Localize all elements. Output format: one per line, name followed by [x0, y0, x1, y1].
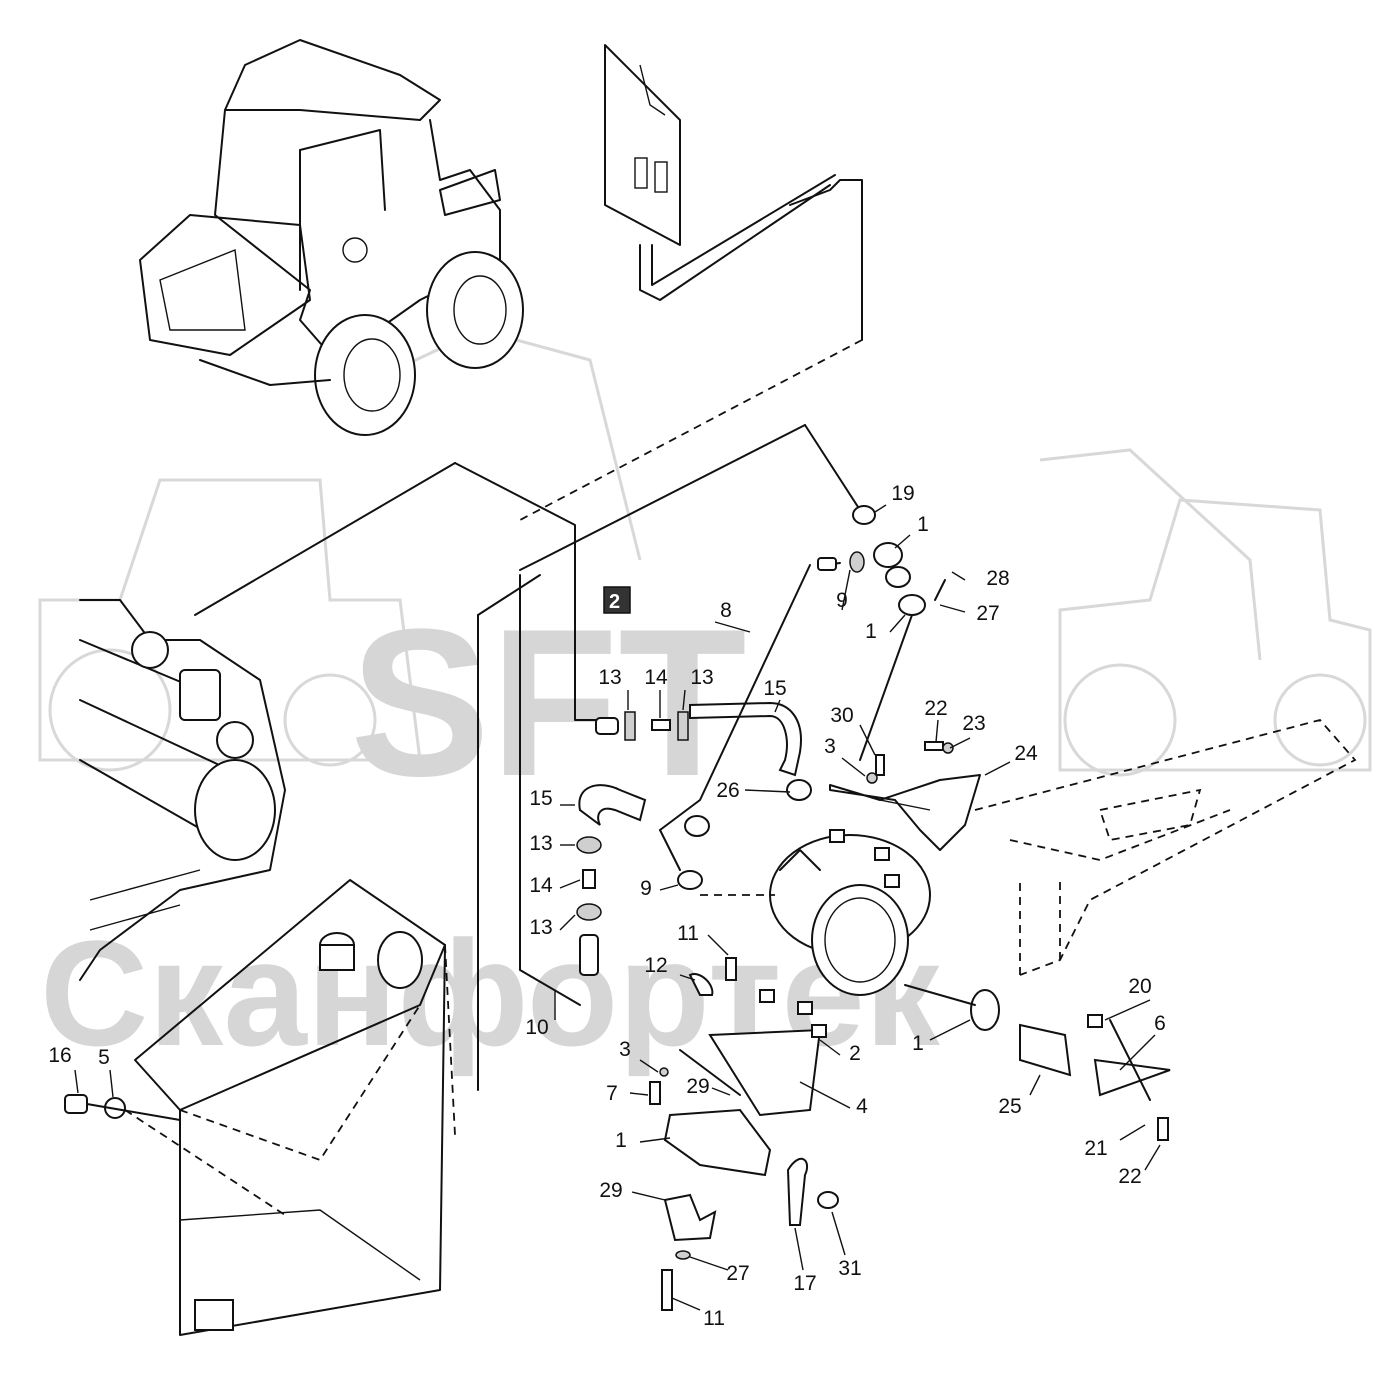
callout-30: 30 — [830, 704, 853, 727]
callout-4: 4 — [856, 1095, 868, 1118]
callout-6: 6 — [1154, 1012, 1166, 1035]
fuel-pickup — [64, 1094, 286, 1216]
callout-1: 1 — [615, 1129, 627, 1152]
fuel-tank — [134, 879, 456, 1336]
exhaust-pipe — [904, 984, 1171, 1141]
callout-28: 28 — [986, 567, 1009, 590]
vehicle-frame — [974, 718, 1357, 976]
callout-2: 2 — [849, 1042, 861, 1065]
callout-27: 27 — [726, 1262, 749, 1285]
callout-11: 11 — [703, 1307, 725, 1330]
clamp-26b — [684, 815, 710, 837]
callout-10: 10 — [525, 1016, 548, 1039]
callout-1: 1 — [917, 513, 929, 536]
tractor-overview — [139, 39, 524, 436]
watermark-tractor-left — [38, 478, 422, 772]
callout-17: 17 — [793, 1272, 816, 1295]
callout-1: 1 — [912, 1032, 924, 1055]
callout-1: 1 — [865, 620, 877, 643]
badge-2-box — [603, 586, 631, 614]
clamp-12 — [688, 957, 737, 996]
callout-13: 13 — [598, 666, 621, 689]
callout-16: 16 — [48, 1044, 71, 1067]
callout-25: 25 — [998, 1095, 1021, 1118]
callout-13: 13 — [529, 916, 552, 939]
fuel-line-joint — [477, 574, 541, 616]
callout-19: 19 — [891, 482, 914, 505]
watermark-tractor-right — [1058, 498, 1372, 777]
leader-lines — [74, 504, 1161, 1311]
callout-3: 3 — [619, 1038, 631, 1061]
callout-20: 20 — [1128, 975, 1151, 998]
callout-14: 14 — [644, 666, 668, 689]
mounting-plate — [649, 989, 827, 1117]
callout-14: 14 — [529, 874, 553, 897]
callout-13: 13 — [690, 666, 713, 689]
fuel-fitting-upper — [595, 701, 802, 777]
callout-12: 12 — [644, 954, 667, 977]
cab-panel — [519, 44, 863, 521]
callout-9: 9 — [640, 877, 652, 900]
engine-block — [79, 599, 286, 981]
callout-27: 27 — [976, 602, 999, 625]
clamp-9 — [677, 870, 703, 890]
heater-unit — [700, 829, 931, 996]
watermark-logo: SFT — [350, 585, 747, 820]
duct-line-19 — [804, 424, 861, 511]
callout-15: 15 — [763, 677, 786, 700]
bracket-24 — [829, 741, 981, 851]
callout-7: 7 — [606, 1082, 618, 1105]
bottom-cover — [661, 1108, 772, 1311]
callout-8: 8 — [720, 599, 732, 622]
hose-8-end — [659, 829, 681, 871]
clamp-9-top — [849, 551, 865, 573]
callout-22: 22 — [924, 697, 947, 720]
callout-29: 29 — [599, 1179, 622, 1202]
callout-9: 9 — [836, 589, 848, 612]
exhaust-top — [852, 505, 946, 761]
duct-line-left — [194, 462, 456, 616]
callout-5: 5 — [98, 1046, 110, 1069]
fuel-fitting-lower — [576, 784, 647, 976]
callout-29: 29 — [686, 1075, 709, 1098]
callout-22: 22 — [1118, 1165, 1141, 1188]
callout-11: 11 — [677, 922, 699, 945]
callout-26: 26 — [716, 779, 739, 802]
callout-13: 13 — [529, 832, 552, 855]
badge-2: 2 — [609, 591, 620, 613]
fuel-line-10 — [519, 574, 581, 1006]
line-8 — [659, 564, 811, 831]
clamp-26 — [786, 779, 812, 801]
callout-15: 15 — [529, 787, 552, 810]
part-9-top — [817, 557, 837, 571]
duct-line-upper — [519, 424, 806, 571]
callout-31: 31 — [838, 1257, 861, 1280]
hose-17 — [786, 1157, 839, 1226]
fuel-line-2 — [454, 462, 606, 721]
callout-3: 3 — [824, 735, 836, 758]
callout-24: 24 — [1014, 742, 1038, 765]
callout-23: 23 — [962, 712, 985, 735]
callout-21: 21 — [1084, 1137, 1107, 1160]
